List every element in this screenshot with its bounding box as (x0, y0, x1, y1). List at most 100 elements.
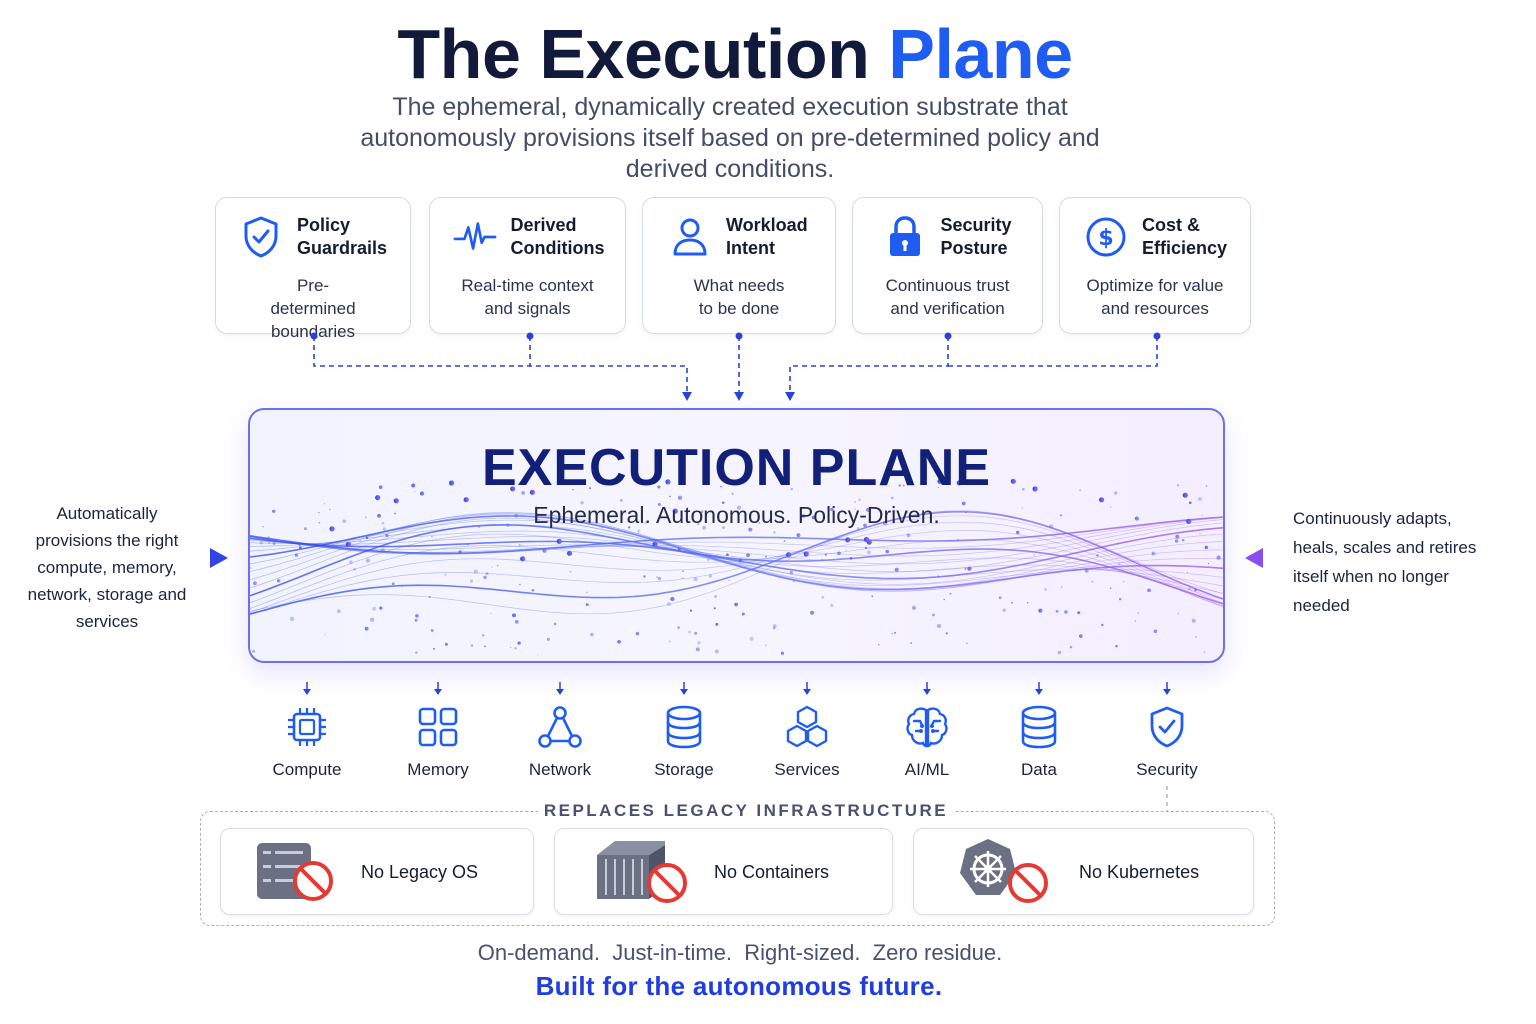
container-icon (595, 837, 691, 909)
particle-dot (1116, 542, 1119, 545)
particle-dot (1188, 501, 1192, 505)
resource-label: Memory (407, 760, 469, 779)
particle-dot (694, 631, 698, 635)
particle-dot (1191, 618, 1196, 623)
particle-dot (467, 543, 470, 546)
particle-dot (854, 508, 856, 510)
particle-dot (323, 502, 326, 505)
particle-dot (1134, 620, 1137, 622)
particle-dot (854, 501, 857, 503)
legacy-label: No Legacy OS (361, 862, 479, 882)
particle-dot (1055, 609, 1059, 613)
particle-dot (1038, 608, 1043, 613)
particle-dot (414, 490, 416, 493)
particle-dot (1026, 601, 1029, 604)
spike-node (803, 551, 809, 557)
particle-dot (490, 612, 492, 615)
particle-dot (1079, 489, 1081, 491)
lock-icon (883, 215, 927, 259)
particle-dot (697, 523, 700, 526)
particle-dot (830, 507, 834, 512)
wave-line (250, 516, 1223, 555)
particle-dot (1147, 588, 1151, 593)
card-desc: Pre-determined boundaries (270, 276, 356, 341)
particle-dot (1134, 516, 1139, 521)
particle-dot (514, 513, 519, 518)
particle-dot (637, 532, 640, 534)
right-pointer-icon (1245, 548, 1263, 568)
card-title: Cost & Efficiency (1142, 215, 1228, 258)
particle-dot (268, 541, 270, 544)
spike-node (1032, 486, 1038, 492)
particle-dot (790, 487, 793, 491)
particle-dot (772, 624, 777, 629)
particle-dot (364, 516, 367, 519)
input-card-workload-intent: Workload Intent What needs to be done (642, 197, 836, 334)
particle-dot (746, 553, 750, 558)
resource-network: Network (500, 682, 620, 780)
particle-dot (1137, 612, 1140, 614)
spike-node (393, 498, 399, 504)
pulse-icon (453, 215, 497, 259)
wave-visual (250, 478, 1223, 660)
particle-dot (1101, 623, 1104, 627)
particle-dot (276, 579, 281, 583)
particle-dot (379, 606, 383, 610)
particle-dot (359, 540, 361, 542)
particle-dot (998, 596, 1002, 600)
particle-dot (496, 564, 499, 567)
resource-label: Security (1136, 760, 1198, 779)
particle-dot (726, 553, 729, 557)
particle-dot (1153, 629, 1158, 634)
spike-node (567, 550, 573, 556)
particle-dot (1117, 562, 1121, 566)
particle-dot (1109, 506, 1112, 508)
particle-dot (1064, 610, 1068, 614)
particle-dot (882, 520, 888, 526)
network-icon (537, 704, 583, 750)
legacy-card-os: No Legacy OS (220, 828, 534, 915)
grid-icon (415, 704, 461, 750)
particle-dot (905, 510, 908, 514)
particle-dot (811, 515, 816, 520)
particle-dot (734, 602, 739, 607)
particle-dot (1022, 487, 1025, 491)
wave-line (250, 519, 1223, 592)
resource-label: Compute (272, 760, 342, 779)
particle-dot (667, 602, 671, 606)
particle-dot (401, 585, 403, 588)
particle-dot (657, 485, 661, 489)
particle-dot (957, 538, 959, 541)
spike-node (1010, 478, 1016, 484)
particle-dot (677, 547, 681, 551)
wave-line (250, 533, 1223, 607)
card-title: Security Posture (940, 215, 1012, 258)
page-title: The Execution Plane (0, 14, 1470, 94)
particle-dot (1174, 539, 1179, 543)
particle-dot (1049, 524, 1054, 529)
particle-dot (714, 649, 719, 654)
particle-dot (538, 519, 540, 521)
particle-dot (381, 521, 385, 525)
plane-tagline: Ephemeral. Autonomous. Policy-Driven. (533, 502, 940, 528)
wave-line (250, 517, 1223, 557)
spike-node (556, 538, 562, 544)
particle-dot (796, 533, 801, 538)
title-accent: Plane (888, 15, 1073, 93)
particle-dot (824, 553, 827, 556)
particle-dot (967, 566, 972, 571)
particle-dot (937, 575, 940, 577)
resource-data: Data (979, 682, 1099, 780)
particle-dot (259, 541, 264, 545)
particle-dot (394, 512, 397, 515)
particle-dot (318, 511, 320, 514)
particle-dot (1181, 538, 1185, 542)
particle-dot (765, 644, 767, 647)
wave-line (250, 515, 1223, 615)
particle-dot (789, 570, 794, 575)
legacy-connectors (1166, 786, 1168, 812)
particle-dot (580, 501, 584, 505)
particle-dot (1119, 598, 1122, 601)
resource-memory: Memory (378, 682, 498, 780)
particle-dot (910, 642, 913, 644)
